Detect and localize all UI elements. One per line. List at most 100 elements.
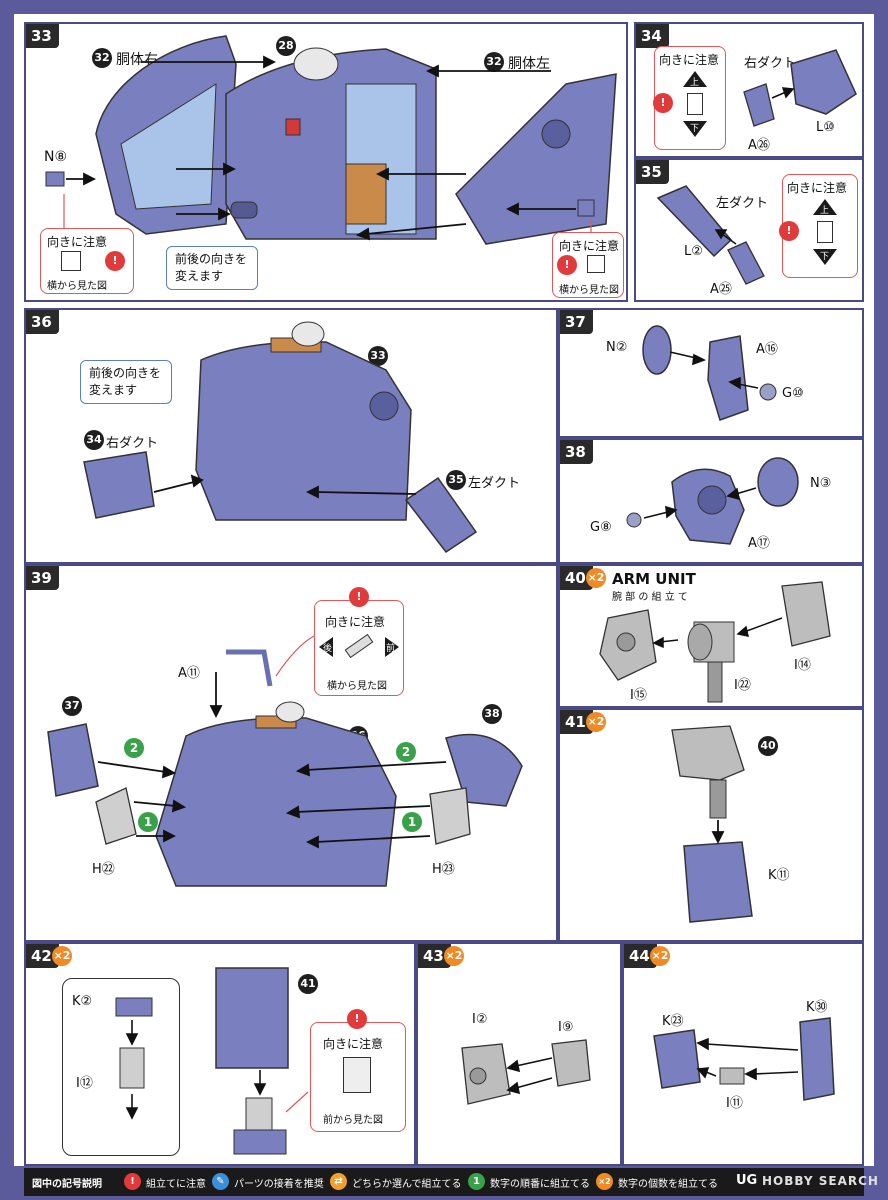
section-subtitle: 腕 部 の 組 立 て <box>612 592 688 603</box>
back-label: 後 <box>323 644 333 654</box>
part-label-i2: I② <box>472 1012 488 1027</box>
step-34-panel: 34 向きに注意 ! 上 下 右ダクト A㉖ L⑩ <box>634 22 864 158</box>
step-number: 34 <box>636 24 669 48</box>
step-44-illustration <box>653 1017 835 1101</box>
part-ref-badge: 37 <box>62 696 82 716</box>
part-label-a17: A⑰ <box>748 536 770 551</box>
order-step-icon: 2 <box>124 738 144 758</box>
orientation-note: 前後の向きを 変えます <box>80 360 172 404</box>
up-label: 上 <box>690 78 700 88</box>
step-number: 38 <box>560 440 593 464</box>
down-label: 下 <box>820 252 830 262</box>
part-label-a25: A㉕ <box>710 282 732 297</box>
step-37-illustration <box>642 325 777 421</box>
section-title: ARM UNIT <box>612 570 696 588</box>
caution-callout: 向きに注意 ! 上 下 <box>779 174 858 278</box>
legend-item: どちらか選んで組立てる <box>352 1179 462 1190</box>
step-40-panel: 40 ×2 ARM UNIT 腕 部 の 組 立 て I⑮ I㉒ I⑭ <box>558 564 864 708</box>
part-label-k11: K⑪ <box>768 868 790 883</box>
down-arrow-icon <box>683 121 707 137</box>
down-label: 下 <box>690 124 700 134</box>
part-label-n2: N② <box>606 340 628 355</box>
part-label-n3: N③ <box>810 476 832 491</box>
part-label-l2: L② <box>684 244 703 259</box>
multiplier-icon: ×2 <box>52 946 72 966</box>
orientation-note: 前後の向きを 変えます <box>166 246 258 290</box>
caution-sub: 横から見た図 <box>47 281 107 292</box>
step-41-panel: 41 ×2 40 K⑪ <box>558 708 864 942</box>
step-36-illustration <box>83 321 478 554</box>
part-label-h22: H㉒ <box>92 862 115 877</box>
part-label-body-right: 胴体右 <box>116 52 158 68</box>
step-39-panel: 39 A⑪ ! 向きに注意 後 前 横から見た図 37 36 38 2 2 1 … <box>24 564 558 942</box>
part-label-i15: I⑮ <box>630 688 647 703</box>
step-41-illustration <box>671 725 753 923</box>
part-front-view <box>343 1057 371 1093</box>
part-label-left-duct: 左ダクト <box>468 476 521 491</box>
multiplier-icon: ×2 <box>650 946 670 966</box>
caution-title: 向きに注意 <box>47 235 108 249</box>
legend-right-text: UG <box>736 1173 758 1188</box>
caution-callout: ! 向きに注意 後 前 横から見た図 <box>314 587 404 696</box>
step-42-panel: 42 ×2 41 K② I⑫ ! 向きに注意 前から見た図 <box>24 942 416 1166</box>
part-label-body-left: 胴体左 <box>508 56 550 72</box>
part-label-i12: I⑫ <box>76 1076 93 1091</box>
order-step-icon: 1 <box>402 812 422 832</box>
order-step-icon: 2 <box>396 742 416 762</box>
part-name: 右ダクト <box>744 56 797 71</box>
caution-title: 向きに注意 <box>659 53 720 67</box>
step-number: 36 <box>26 310 59 334</box>
detail-inset <box>62 978 180 1156</box>
caution-icon: ! <box>349 587 369 607</box>
part-label-i11: I⑪ <box>726 1096 743 1111</box>
step-33-illustration <box>45 35 617 245</box>
part-label-a26: A㉖ <box>748 138 770 153</box>
step-40-illustration <box>599 581 831 703</box>
step-33-panel: 33 32 胴体右 28 32 胴体左 N⑧ N⑤ <box>24 22 628 302</box>
caution-icon: ! <box>105 251 125 271</box>
glue-icon: ✎ <box>212 1173 229 1190</box>
step-35-panel: 35 左ダクト L② A㉕ 向きに注意 ! 上 下 <box>634 158 864 302</box>
part-label-h23: H㉓ <box>432 862 455 877</box>
legend-item: パーツの接着を推奨 <box>234 1179 324 1190</box>
caution-title: 向きに注意 <box>787 181 848 195</box>
watermark: HOBBY SEARCH <box>762 1174 879 1188</box>
multiplier-icon: ×2 <box>586 568 606 588</box>
step-43-illustration <box>461 1039 591 1105</box>
step-39-illustration <box>47 635 523 887</box>
step-38-panel: 38 N③ G⑧ A⑰ <box>558 438 864 564</box>
caution-sub: 前から見た図 <box>323 1115 383 1126</box>
caution-icon: ! <box>347 1009 367 1029</box>
multiplier-icon: ×2 <box>586 712 606 732</box>
part-ref-badge: 38 <box>482 704 502 724</box>
step-44-panel: 44 ×2 K㉓ K㉚ I⑪ <box>622 942 864 1166</box>
part-label-k2: K② <box>72 994 93 1009</box>
up-label: 上 <box>820 206 830 216</box>
caution-icon: ! <box>653 93 673 113</box>
part-view <box>687 93 703 115</box>
part-ref-badge: 32 <box>484 52 504 72</box>
step-number: 35 <box>636 160 669 184</box>
part-ref-badge: 32 <box>92 48 112 68</box>
step-42-illustration <box>115 967 309 1155</box>
legend-item: 数字の個数を組立てる <box>618 1179 718 1190</box>
choice-icon: ⇄ <box>330 1173 347 1190</box>
part-side-view <box>61 251 81 271</box>
symbol-legend: 図中の記号説明 ! 組立てに注意 ✎ パーツの接着を推奨 ⇄ どちらか選んで組立… <box>24 1168 878 1196</box>
step-number: 33 <box>26 24 59 48</box>
caution-callout: ! 向きに注意 前から見た図 <box>310 1009 406 1132</box>
part-label-g8: G⑧ <box>590 520 612 535</box>
caution-callout: 向きに注意 ! 上 下 <box>653 46 726 150</box>
down-arrow-icon <box>813 249 837 265</box>
caution-sub: 横から見た図 <box>559 285 619 296</box>
part-side-view <box>587 255 605 273</box>
front-arrow-icon <box>385 637 399 657</box>
part-ref-badge: 28 <box>276 36 296 56</box>
part-ref-badge: 34 <box>84 430 104 450</box>
part-label-k30: K㉚ <box>806 1000 828 1015</box>
part-label-l10: L⑩ <box>816 120 835 135</box>
part-label-i14: I⑭ <box>794 658 811 673</box>
front-label: 前 <box>386 644 396 654</box>
part-label-k23: K㉓ <box>662 1014 684 1029</box>
back-arrow-icon <box>319 637 333 657</box>
